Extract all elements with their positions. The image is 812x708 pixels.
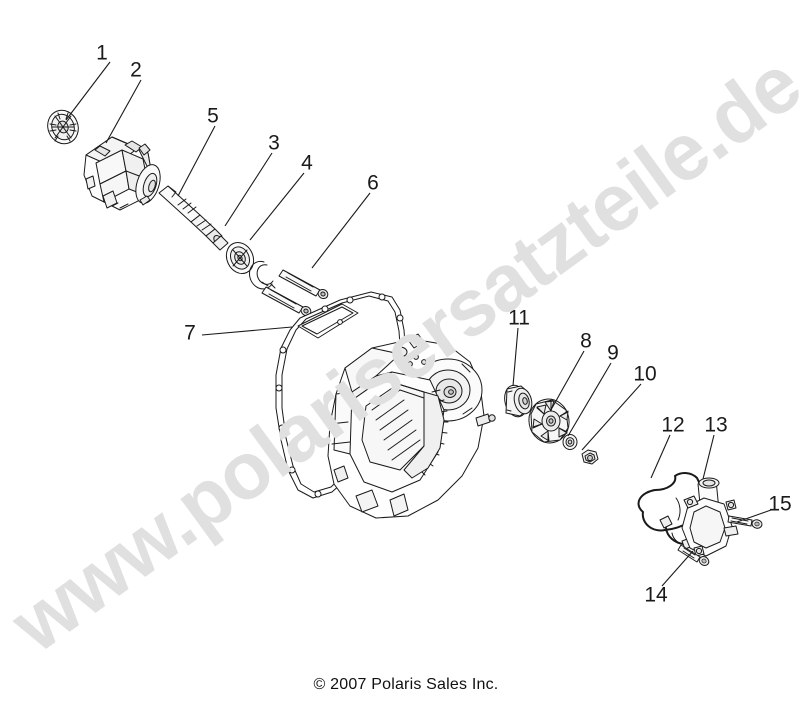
leader-line-3 xyxy=(224,152,273,227)
part-2-starter-motor-illustration xyxy=(83,136,161,211)
leader-line-6 xyxy=(311,192,371,269)
part-11-water-pump-seal-illustration xyxy=(504,384,533,418)
leader-line-11 xyxy=(512,327,519,387)
callout-number-12: 12 xyxy=(661,413,685,437)
part-14-flange-bolt-illustration xyxy=(677,544,711,568)
part-4-snap-ring-illustration xyxy=(248,260,276,290)
leader-line-9 xyxy=(567,362,612,437)
part-9-washer-illustration xyxy=(562,434,578,450)
callout-number-8: 8 xyxy=(580,329,592,353)
callout-number-3: 3 xyxy=(268,131,280,155)
callout-number-9: 9 xyxy=(607,341,619,365)
callout-number-4: 4 xyxy=(301,151,313,175)
part-1-starter-pinion-illustration xyxy=(47,109,79,145)
callout-number-7: 7 xyxy=(184,321,196,345)
leader-line-8 xyxy=(551,350,585,409)
copyright-notice: © 2007 Polaris Sales Inc. xyxy=(313,676,499,693)
part-6-cover-screws-illustration xyxy=(261,269,329,317)
leader-line-10 xyxy=(581,383,642,451)
leader-line-1 xyxy=(65,61,111,121)
callout-number-1: 1 xyxy=(96,41,108,65)
part-10-nut-illustration xyxy=(581,449,599,465)
part-13-water-pump-housing-illustration xyxy=(681,477,739,557)
part-3-bearing-illustration xyxy=(225,241,255,275)
leader-line-12 xyxy=(650,434,671,479)
callout-number-14: 14 xyxy=(644,583,668,607)
leader-line-2 xyxy=(105,79,142,144)
callout-number-2: 2 xyxy=(130,58,142,82)
leader-line-15 xyxy=(736,509,772,523)
leader-line-14 xyxy=(661,550,694,587)
part-5-armature-shaft-illustration xyxy=(158,185,229,251)
callout-number-10: 10 xyxy=(633,362,657,386)
callout-leader-lines xyxy=(65,61,772,587)
leader-line-4 xyxy=(249,172,305,241)
part-8-impeller-illustration xyxy=(528,398,570,444)
leader-line-13 xyxy=(702,434,715,480)
leader-line-7 xyxy=(201,326,293,336)
callout-number-13: 13 xyxy=(704,413,728,437)
leader-line-5 xyxy=(177,125,216,197)
callout-number-6: 6 xyxy=(367,171,379,195)
engine-crankcase-assembly-illustration xyxy=(327,333,496,519)
callout-number-11: 11 xyxy=(508,306,530,330)
callout-number-15: 15 xyxy=(768,492,792,516)
callout-number-5: 5 xyxy=(207,104,219,128)
